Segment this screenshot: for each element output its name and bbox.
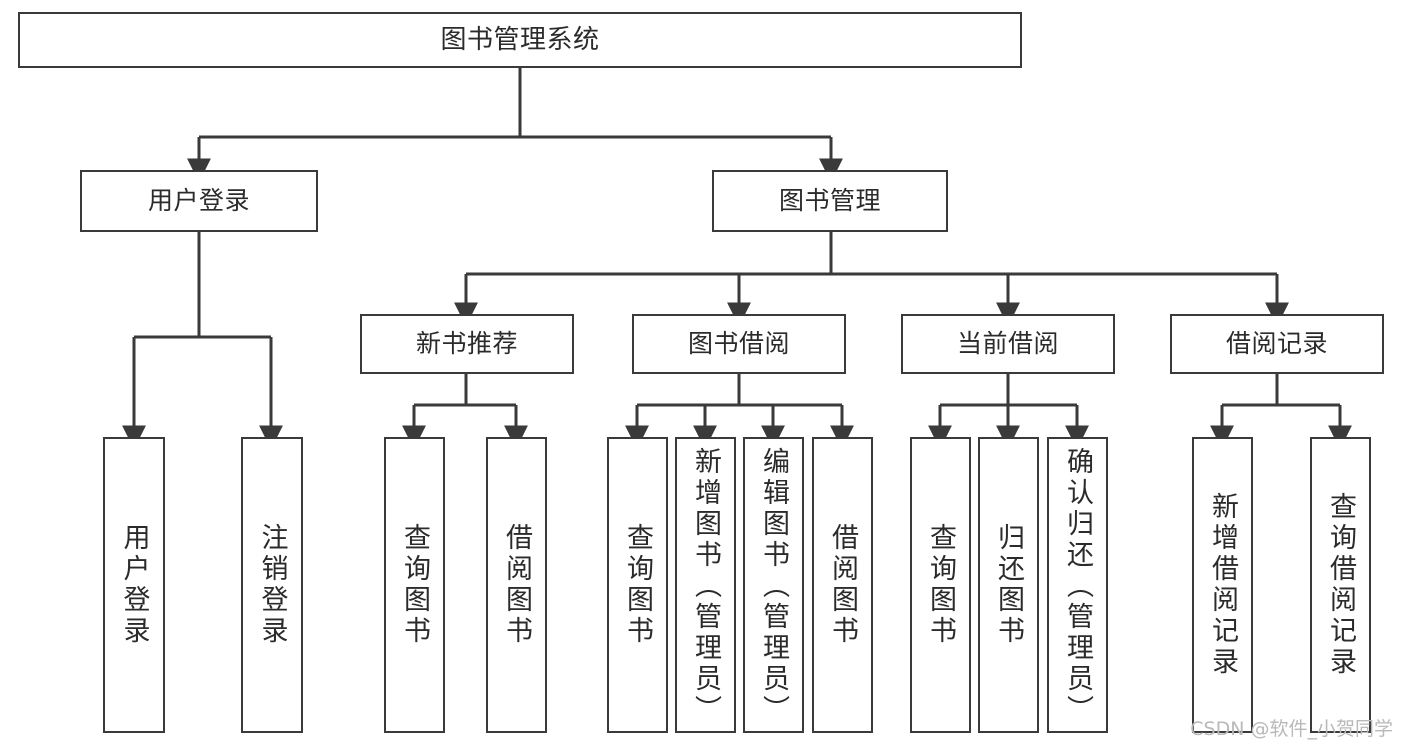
node-current-borrowing[interactable]: 当前借阅 xyxy=(901,314,1115,374)
leaf-user-login-signin[interactable]: 用户登录 xyxy=(103,437,165,733)
node-label: 当前借阅 xyxy=(956,329,1059,359)
node-label: 图书管理系统 xyxy=(440,24,600,55)
node-book-management[interactable]: 图书管理 xyxy=(712,170,948,232)
leaf-new-books-query[interactable]: 查询图书 xyxy=(384,437,445,733)
node-label: 用户登录 xyxy=(118,523,150,647)
node-label: 注销登录 xyxy=(256,523,288,647)
node-book-borrowing[interactable]: 图书借阅 xyxy=(632,314,846,374)
node-root-system[interactable]: 图书管理系统 xyxy=(18,12,1022,68)
node-new-book-recommendation[interactable]: 新书推荐 xyxy=(360,314,574,374)
node-label: 图书管理 xyxy=(778,186,881,216)
leaf-current-borrow-query[interactable]: 查询图书 xyxy=(910,437,971,733)
node-label: 新增借阅记录 xyxy=(1207,492,1238,678)
node-label: 编辑图书（管理员） xyxy=(758,447,789,726)
node-label: 借阅图书 xyxy=(501,523,532,647)
leaf-borrow-records-add[interactable]: 新增借阅记录 xyxy=(1192,437,1253,733)
node-label: 图书借阅 xyxy=(687,329,790,359)
node-label: 查询图书 xyxy=(622,523,653,647)
node-label: 归还图书 xyxy=(993,523,1024,647)
leaf-user-login-signout[interactable]: 注销登录 xyxy=(241,437,303,733)
leaf-borrow-records-query[interactable]: 查询借阅记录 xyxy=(1310,437,1371,733)
leaf-new-books-borrow[interactable]: 借阅图书 xyxy=(486,437,547,733)
node-label: 查询借阅记录 xyxy=(1325,492,1356,678)
leaf-book-borrow-add[interactable]: 新增图书（管理员） xyxy=(675,437,736,733)
node-label: 借阅图书 xyxy=(827,523,858,647)
leaf-book-borrow-query[interactable]: 查询图书 xyxy=(607,437,668,733)
node-label: 查询图书 xyxy=(399,523,430,647)
node-borrowing-records[interactable]: 借阅记录 xyxy=(1170,314,1384,374)
node-label: 借阅记录 xyxy=(1225,329,1328,359)
node-label: 确认归还（管理员） xyxy=(1062,447,1093,726)
node-label: 新书推荐 xyxy=(415,329,518,359)
node-user-login[interactable]: 用户登录 xyxy=(80,170,318,232)
node-label: 新增图书（管理员） xyxy=(690,447,721,726)
node-label: 用户登录 xyxy=(147,186,250,216)
csdn-watermark: CSDN @软件_小贺同学 xyxy=(1190,718,1393,740)
leaf-current-borrow-return[interactable]: 归还图书 xyxy=(978,437,1039,733)
leaf-book-borrow-borrow[interactable]: 借阅图书 xyxy=(812,437,873,733)
leaf-current-borrow-confirm-return[interactable]: 确认归还（管理员） xyxy=(1047,437,1108,733)
node-label: 查询图书 xyxy=(925,523,956,647)
leaf-book-borrow-edit[interactable]: 编辑图书（管理员） xyxy=(743,437,804,733)
